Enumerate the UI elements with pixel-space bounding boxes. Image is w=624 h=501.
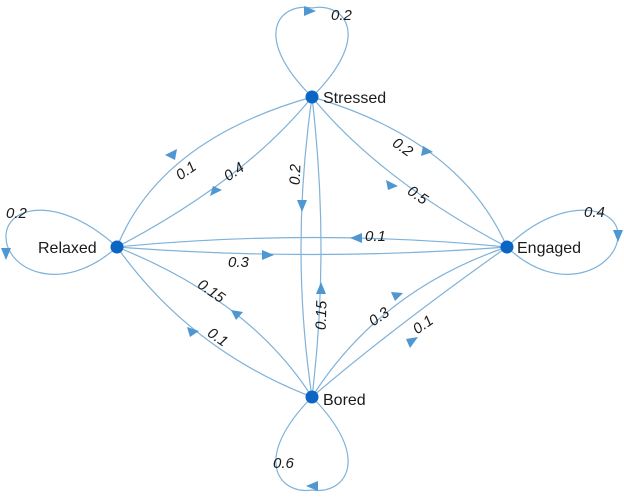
edge-label-stressed-self: 0.2 [331, 7, 353, 24]
edge-engaged-relaxed [116, 236, 508, 248]
edge-label-stressed-bored: 0.2 [287, 163, 305, 185]
edge-stressed-engaged [311, 96, 508, 248]
arrow-stressed-self [304, 6, 316, 16]
arrow-relaxed-bored [187, 327, 199, 337]
node-stressed [305, 90, 319, 104]
node-label-engaged: Engaged [517, 240, 581, 257]
edge-stressed-bored [300, 96, 313, 398]
arrow-relaxed-self [1, 248, 11, 260]
arrow-bored-relaxed [231, 310, 243, 320]
arrow-bored-self [306, 481, 318, 491]
arrow-relaxed-stressed [210, 186, 222, 196]
edge-relaxed-bored [116, 246, 313, 398]
edge-bored-relaxed [116, 246, 313, 398]
edge-label-stressed-relaxed: 0.1 [173, 158, 200, 184]
edge-relaxed-stressed [116, 96, 313, 248]
node-label-bored: Bored [323, 392, 366, 409]
arrow-engaged-bored [391, 292, 403, 301]
arrow-stressed-engaged [386, 180, 398, 190]
edge-relaxed-engaged [116, 246, 508, 256]
node-label-relaxed: Relaxed [38, 240, 97, 257]
node-relaxed [110, 240, 124, 254]
edge-bored-stressed [311, 96, 322, 398]
edge-engaged-stressed [311, 96, 508, 248]
edge-label-bored-self: 0.6 [273, 455, 295, 472]
edge-stressed-self [275, 6, 349, 98]
arrow-engaged-stressed [421, 146, 433, 156]
edge-label-bored-relaxed: 0.15 [194, 276, 228, 307]
edge-engaged-bored [311, 246, 508, 398]
edge-label-engaged-relaxed: 0.1 [365, 228, 386, 245]
edge-bored-self [275, 396, 349, 492]
arrow-bored-engaged [406, 337, 418, 348]
edge-relaxed-self [5, 209, 118, 275]
node-bored [305, 390, 319, 404]
edge-label-engaged-bored: 0.3 [366, 304, 393, 330]
arrow-stressed-relaxed [165, 149, 177, 160]
edge-label-bored-stressed: 0.15 [313, 300, 331, 330]
edge-stressed-relaxed [116, 96, 313, 248]
edge-label-relaxed-self: 0.2 [6, 205, 28, 222]
edge-label-engaged-stressed: 0.2 [389, 135, 416, 161]
arrow-engaged-relaxed [350, 233, 362, 243]
edge-label-relaxed-bored: 0.1 [204, 325, 231, 351]
arrow-bored-stressed [316, 282, 326, 294]
arrow-relaxed-engaged [262, 250, 274, 260]
edge-label-relaxed-stressed: 0.4 [221, 159, 248, 185]
edge-label-relaxed-engaged: 0.3 [228, 254, 250, 271]
edge-bored-engaged [311, 246, 508, 398]
arrow-stressed-bored [297, 200, 307, 212]
node-engaged [500, 240, 514, 254]
edge-label-engaged-self: 0.4 [584, 204, 605, 221]
arrow-engaged-self [613, 230, 623, 242]
node-label-stressed: Stressed [323, 90, 386, 107]
